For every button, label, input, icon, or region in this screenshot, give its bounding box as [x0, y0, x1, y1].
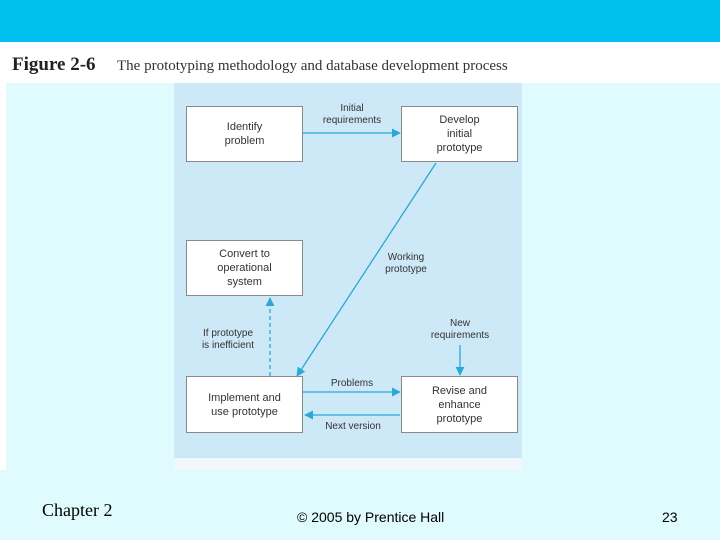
- box-implement-and-use: Implement and use prototype: [186, 376, 303, 433]
- label-next-version: Next version: [325, 421, 381, 432]
- label-working-prototype: Working prototype: [385, 252, 427, 275]
- box-develop-initial-prototype: Develop initial prototype: [401, 106, 518, 162]
- figure-number: Figure 2-6: [12, 54, 96, 75]
- caption-strip: [0, 42, 720, 83]
- label-new-requirements: New requirements: [430, 318, 490, 341]
- label-problems: Problems: [330, 378, 374, 389]
- panel-bottom-strip: [174, 458, 522, 470]
- label-if-inefficient: If prototype is inefficient: [201, 328, 255, 351]
- box-revise-and-enhance: Revise and enhance prototype: [401, 376, 518, 433]
- label-initial-requirements: Initial requirements: [322, 103, 382, 126]
- left-edge: [0, 83, 6, 470]
- footer-page-number: 23: [662, 509, 678, 525]
- footer-copyright: © 2005 by Prentice Hall: [297, 509, 445, 525]
- box-identify-problem: Identify problem: [186, 106, 303, 162]
- box-convert-to-operational: Convert to operational system: [186, 240, 303, 296]
- header-band: [0, 0, 720, 42]
- footer-chapter: Chapter 2: [42, 500, 113, 520]
- figure-title: The prototyping methodology and database…: [117, 58, 508, 74]
- arrow-working-prototype: [296, 162, 437, 377]
